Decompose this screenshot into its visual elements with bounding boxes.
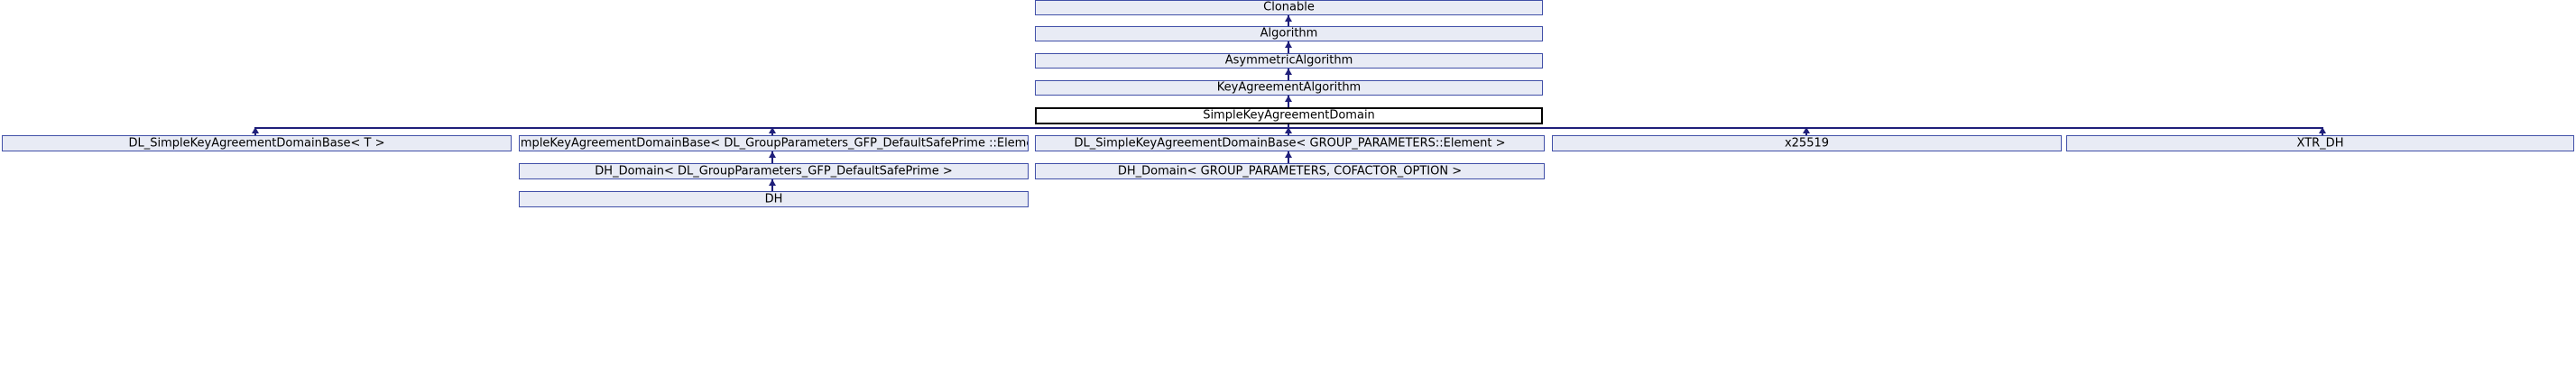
edge-arrowhead-base-gfp-lower — [769, 151, 776, 158]
class-node-algorithm[interactable]: Algorithm — [1035, 26, 1543, 41]
edge-arrowhead-asymmetric — [1285, 69, 1292, 75]
class-node-label: DH — [764, 192, 783, 206]
edge-arrowhead-clonable — [1285, 15, 1292, 22]
class-node-label: DL_SimpleKeyAgreementDomainBase< DL_Grou… — [519, 136, 1028, 150]
class-node-dl-simple-base-gfp[interactable]: DL_SimpleKeyAgreementDomainBase< DL_Grou… — [519, 135, 1029, 151]
class-node-label: Clonable — [1263, 0, 1315, 14]
class-node-clonable[interactable]: Clonable — [1035, 0, 1543, 15]
edge-arrowhead-dh-domain-gfp — [769, 179, 776, 186]
class-node-label: AsymmetricAlgorithm — [1224, 53, 1353, 68]
edge-arrowhead-base-gp — [1285, 127, 1292, 133]
edge-arrowhead-key-agreement-algorithm — [1285, 96, 1292, 102]
class-node-label: DH_Domain< GROUP_PARAMETERS, COFACTOR_OP… — [1117, 164, 1463, 178]
class-node-simple-key-agreement-domain[interactable]: SimpleKeyAgreementDomain — [1035, 107, 1543, 124]
class-node-asymmetric-algorithm[interactable]: AsymmetricAlgorithm — [1035, 53, 1543, 69]
class-node-label: DL_SimpleKeyAgreementDomainBase< T > — [128, 136, 385, 150]
class-node-label: DH_Domain< DL_GroupParameters_GFP_Defaul… — [595, 164, 953, 178]
edge-arrowhead-x25519 — [1803, 127, 1810, 133]
edge-arrowhead-algorithm — [1285, 41, 1292, 48]
edge-arrowhead-xtr-dh — [2319, 127, 2326, 133]
class-node-x25519[interactable]: x25519 — [1552, 135, 2062, 151]
class-node-label: Algorithm — [1260, 26, 1318, 41]
class-node-label: DL_SimpleKeyAgreementDomainBase< GROUP_P… — [1074, 136, 1506, 150]
class-node-dl-simple-base-group-parameters[interactable]: DL_SimpleKeyAgreementDomainBase< GROUP_P… — [1035, 135, 1545, 151]
class-node-dh-domain-group-parameters[interactable]: DH_Domain< GROUP_PARAMETERS, COFACTOR_OP… — [1035, 163, 1545, 179]
edge-arrowhead-base-gp-lower — [1285, 151, 1292, 158]
class-node-label: x25519 — [1784, 136, 1830, 150]
class-node-label: XTR_DH — [2296, 136, 2344, 150]
class-node-key-agreement-algorithm[interactable]: KeyAgreementAlgorithm — [1035, 80, 1543, 96]
class-node-dl-simple-base-t[interactable]: DL_SimpleKeyAgreementDomainBase< T > — [2, 135, 512, 151]
class-node-label: SimpleKeyAgreementDomain — [1203, 108, 1375, 123]
class-node-xtr-dh[interactable]: XTR_DH — [2066, 135, 2574, 151]
class-node-dh-domain-gfp[interactable]: DH_Domain< DL_GroupParameters_GFP_Defaul… — [519, 163, 1029, 179]
class-node-label: KeyAgreementAlgorithm — [1216, 80, 1362, 95]
edge-arrowhead-base-t — [252, 127, 259, 133]
edge-arrowhead-base-gfp — [769, 127, 776, 133]
class-node-dh[interactable]: DH — [519, 191, 1029, 207]
